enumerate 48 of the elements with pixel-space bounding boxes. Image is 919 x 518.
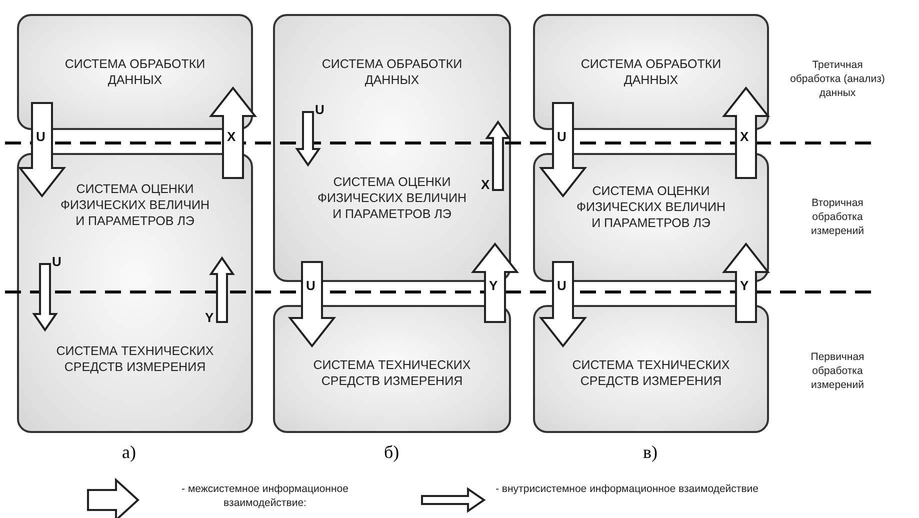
system-box <box>533 305 769 433</box>
block-arrow <box>722 242 770 323</box>
system-title: СИСТЕМА ТЕХНИЧЕСКИХ СРЕДСТВ ИЗМЕРЕНИЯ <box>571 357 731 389</box>
block-arrow <box>470 242 520 323</box>
system-title: СИСТЕМА ОБРАБОТКИ ДАННЫХ <box>580 56 722 88</box>
subfigure-label: в) <box>643 442 658 463</box>
legend-text: - внутрисистемное информационное взаимодействие <box>494 482 760 496</box>
system-title: СИСТЕМА ТЕХНИЧЕСКИХ СРЕДСТВ ИЗМЕРЕНИЯ <box>312 357 472 389</box>
thin-block-arrow <box>295 111 321 167</box>
edge-label: U <box>36 130 46 144</box>
block-arrow <box>722 86 770 179</box>
system-box <box>17 14 253 130</box>
edge-label: Y <box>205 311 214 325</box>
thin-block-arrow <box>209 256 235 323</box>
system-box <box>273 14 511 282</box>
system-title: СИСТЕМА ОЦЕНКИ ФИЗИЧЕСКИХ ВЕЛИЧИН И ПАРАМЕТРОВ ЛЭ <box>57 181 213 229</box>
edge-label: U <box>557 279 566 293</box>
level-label: Третичная обработка (анализ) данных <box>790 58 885 100</box>
block-arrow <box>208 86 258 179</box>
system-box <box>273 305 511 433</box>
level-label: Первичная обработка измерений <box>810 350 866 392</box>
system-box <box>533 153 769 282</box>
thin-block-arrow <box>485 120 511 191</box>
edge-label: X <box>481 178 490 192</box>
system-title: СИСТЕМА ТЕХНИЧЕСКИХ СРЕДСТВ ИЗМЕРЕНИЯ <box>48 343 222 375</box>
system-title: СИСТЕМА ОЦЕНКИ ФИЗИЧЕСКИХ ВЕЛИЧИН И ПАРАМЕТРОВ ЛЭ <box>576 183 726 231</box>
block-arrow <box>18 102 66 198</box>
block-arrow <box>538 102 588 198</box>
edge-label: Y <box>740 279 749 293</box>
block-arrow <box>538 261 588 348</box>
legend-text: - межсистемное информационное взаимодействие: <box>180 482 350 510</box>
block-arrow <box>288 261 336 348</box>
system-title: СИСТЕМА ОЦЕНКИ ФИЗИЧЕСКИХ ВЕЛИЧИН И ПАРАМЕТРОВ ЛЭ <box>314 174 470 222</box>
system-title: СИСТЕМА ОБРАБОТКИ ДАННЫХ <box>64 56 206 88</box>
edge-label: U <box>315 103 324 117</box>
edge-label: X <box>227 130 236 144</box>
system-box <box>533 14 769 130</box>
edge-label: Y <box>489 279 498 293</box>
system-box <box>17 153 253 433</box>
subfigure-label: б) <box>384 442 400 463</box>
edge-label: U <box>52 255 62 269</box>
edge-label: U <box>557 130 566 144</box>
level-label: Вторичная обработка измерений <box>810 196 865 238</box>
system-title: СИСТЕМА ОБРАБОТКИ ДАННЫХ <box>304 56 480 88</box>
edge-label: X <box>740 130 749 144</box>
subfigure-label: а) <box>122 442 136 463</box>
thin-block-arrow <box>32 263 58 332</box>
edge-label: U <box>306 279 316 293</box>
